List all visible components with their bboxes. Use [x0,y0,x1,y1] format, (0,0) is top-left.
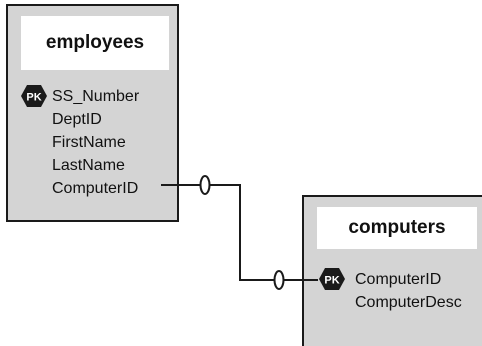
attribute-lastname: LastName [52,157,125,174]
attribute-computerid-pk: ComputerID [355,271,442,288]
zero-cardinality-icon [199,175,211,195]
computers-title: computers [317,207,477,249]
attribute-computerdesc: ComputerDesc [355,294,462,311]
pk-badge-label: PK [324,275,339,287]
attribute-ss-number: SS_Number [52,88,140,105]
computers-entity[interactable]: computers PK ComputerID ComputerDesc [302,195,482,346]
employees-entity[interactable]: employees PK SS_Number DeptID FirstName … [6,4,179,222]
zero-cardinality-icon [273,270,285,290]
relationship-line [161,184,318,281]
pk-badge-label: PK [26,92,41,104]
attribute-firstname: FirstName [52,134,126,151]
primary-key-icon: PK [319,268,345,290]
primary-key-icon: PK [21,85,47,107]
attribute-deptid: DeptID [52,111,102,128]
attribute-computerid-fk: ComputerID [52,180,139,197]
employees-title: employees [21,16,169,70]
